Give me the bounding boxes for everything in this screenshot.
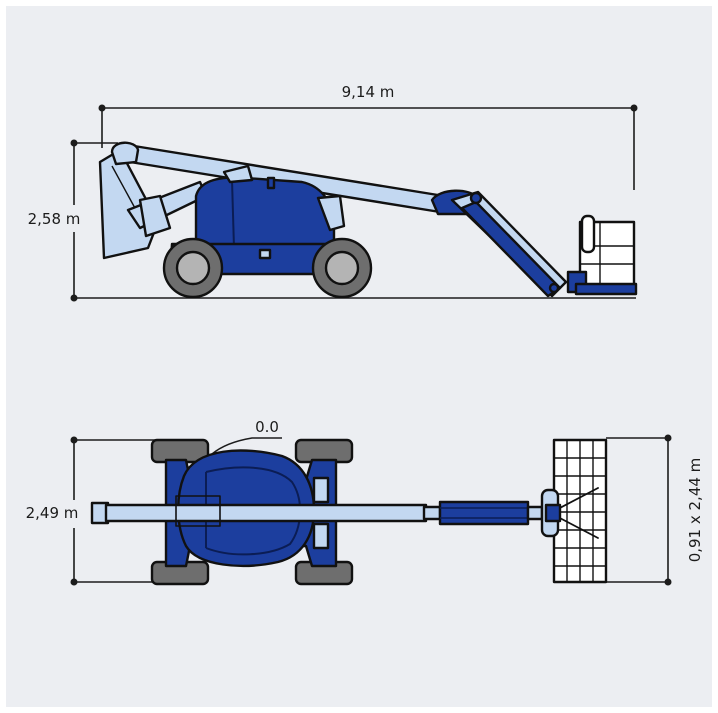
length-dimension: 9,14 m bbox=[98, 83, 638, 190]
turning-label: 0.0 bbox=[255, 418, 279, 436]
turning-callout: 0.0 bbox=[211, 418, 282, 455]
background-panel bbox=[6, 6, 712, 707]
platform-label: 0,91 x 2,44 m bbox=[686, 458, 704, 563]
boom-top bbox=[90, 495, 544, 527]
rear-wheel bbox=[162, 237, 224, 299]
platform-rotator bbox=[544, 503, 562, 523]
top-view: 2,49 m 0,91 x 2,44 m 0.0 bbox=[26, 418, 704, 586]
front-wheel bbox=[311, 237, 373, 299]
height-dimension: 2,58 m bbox=[28, 139, 636, 302]
platform-top bbox=[540, 438, 608, 584]
height-label: 2,58 m bbox=[28, 210, 81, 228]
jib-arm-lower bbox=[460, 200, 562, 298]
width-dimension: 2,49 m bbox=[26, 436, 156, 586]
platform-basket bbox=[566, 214, 638, 296]
platform-dimension: 0,91 x 2,44 m bbox=[606, 434, 704, 586]
wheel-front-left bbox=[294, 438, 354, 464]
turntable-cab bbox=[194, 164, 346, 250]
control-console bbox=[580, 214, 596, 254]
length-label: 9,14 m bbox=[342, 83, 395, 101]
width-label: 2,49 m bbox=[26, 504, 79, 522]
side-view: 9,14 m 2,58 m bbox=[28, 83, 638, 302]
